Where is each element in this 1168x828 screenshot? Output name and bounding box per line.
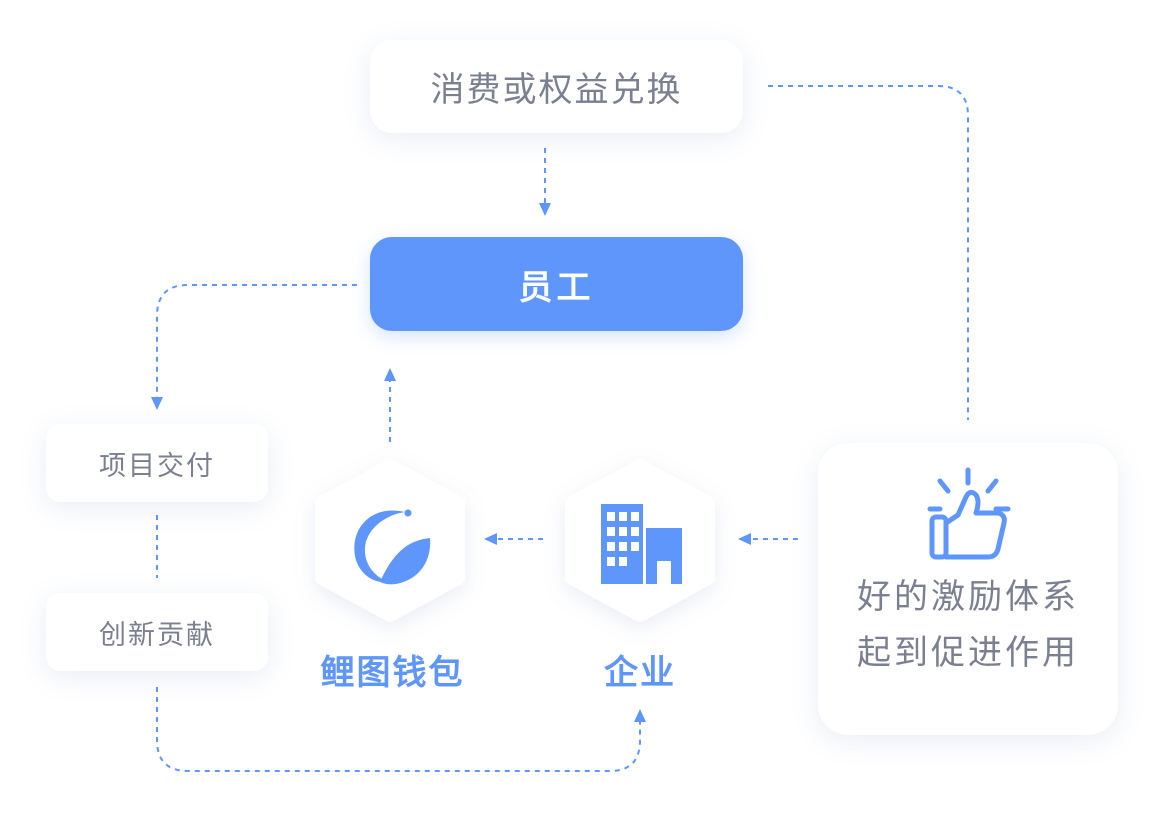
- wallet-hexagon: [315, 459, 465, 622]
- arrowhead-left-company: [738, 533, 751, 545]
- arrowhead-down-employee: [539, 203, 551, 216]
- wallet-node: [315, 459, 465, 622]
- employee-label: 员工: [518, 267, 595, 308]
- leaf-swirl-logo-icon: [354, 509, 431, 585]
- thumbs-up-icon: [927, 467, 1011, 560]
- employee-node: 员工: [370, 237, 743, 331]
- exchange-label: 消费或权益兑换: [430, 70, 683, 110]
- incentive-line-2: 起到促进作用: [857, 633, 1079, 673]
- office-building-icon: [601, 504, 682, 584]
- arrow-innovation-to-company: [156, 687, 641, 772]
- incentive-line-1: 好的激励体系: [857, 577, 1079, 617]
- arrowhead-up-company: [634, 709, 646, 722]
- arrowhead-left-wallet: [484, 533, 497, 545]
- incentive-node: 好的激励体系 起到促进作用: [818, 443, 1118, 735]
- company-label: 企业: [604, 653, 676, 693]
- arrowhead-up-employee: [384, 368, 396, 381]
- innovation-label: 创新贡献: [99, 619, 215, 651]
- exchange-node: 消费或权益兑换: [370, 40, 743, 133]
- arrow-employee-to-delivery: [156, 284, 357, 398]
- line-exchange-to-incentive: [768, 85, 969, 420]
- company-node: [565, 459, 715, 622]
- arrowhead-down-delivery: [151, 397, 163, 410]
- delivery-label: 项目交付: [99, 450, 215, 482]
- innovation-node: 创新贡献: [46, 593, 268, 671]
- wallet-label: 鲤图钱包: [320, 653, 465, 693]
- delivery-node: 项目交付: [46, 424, 268, 502]
